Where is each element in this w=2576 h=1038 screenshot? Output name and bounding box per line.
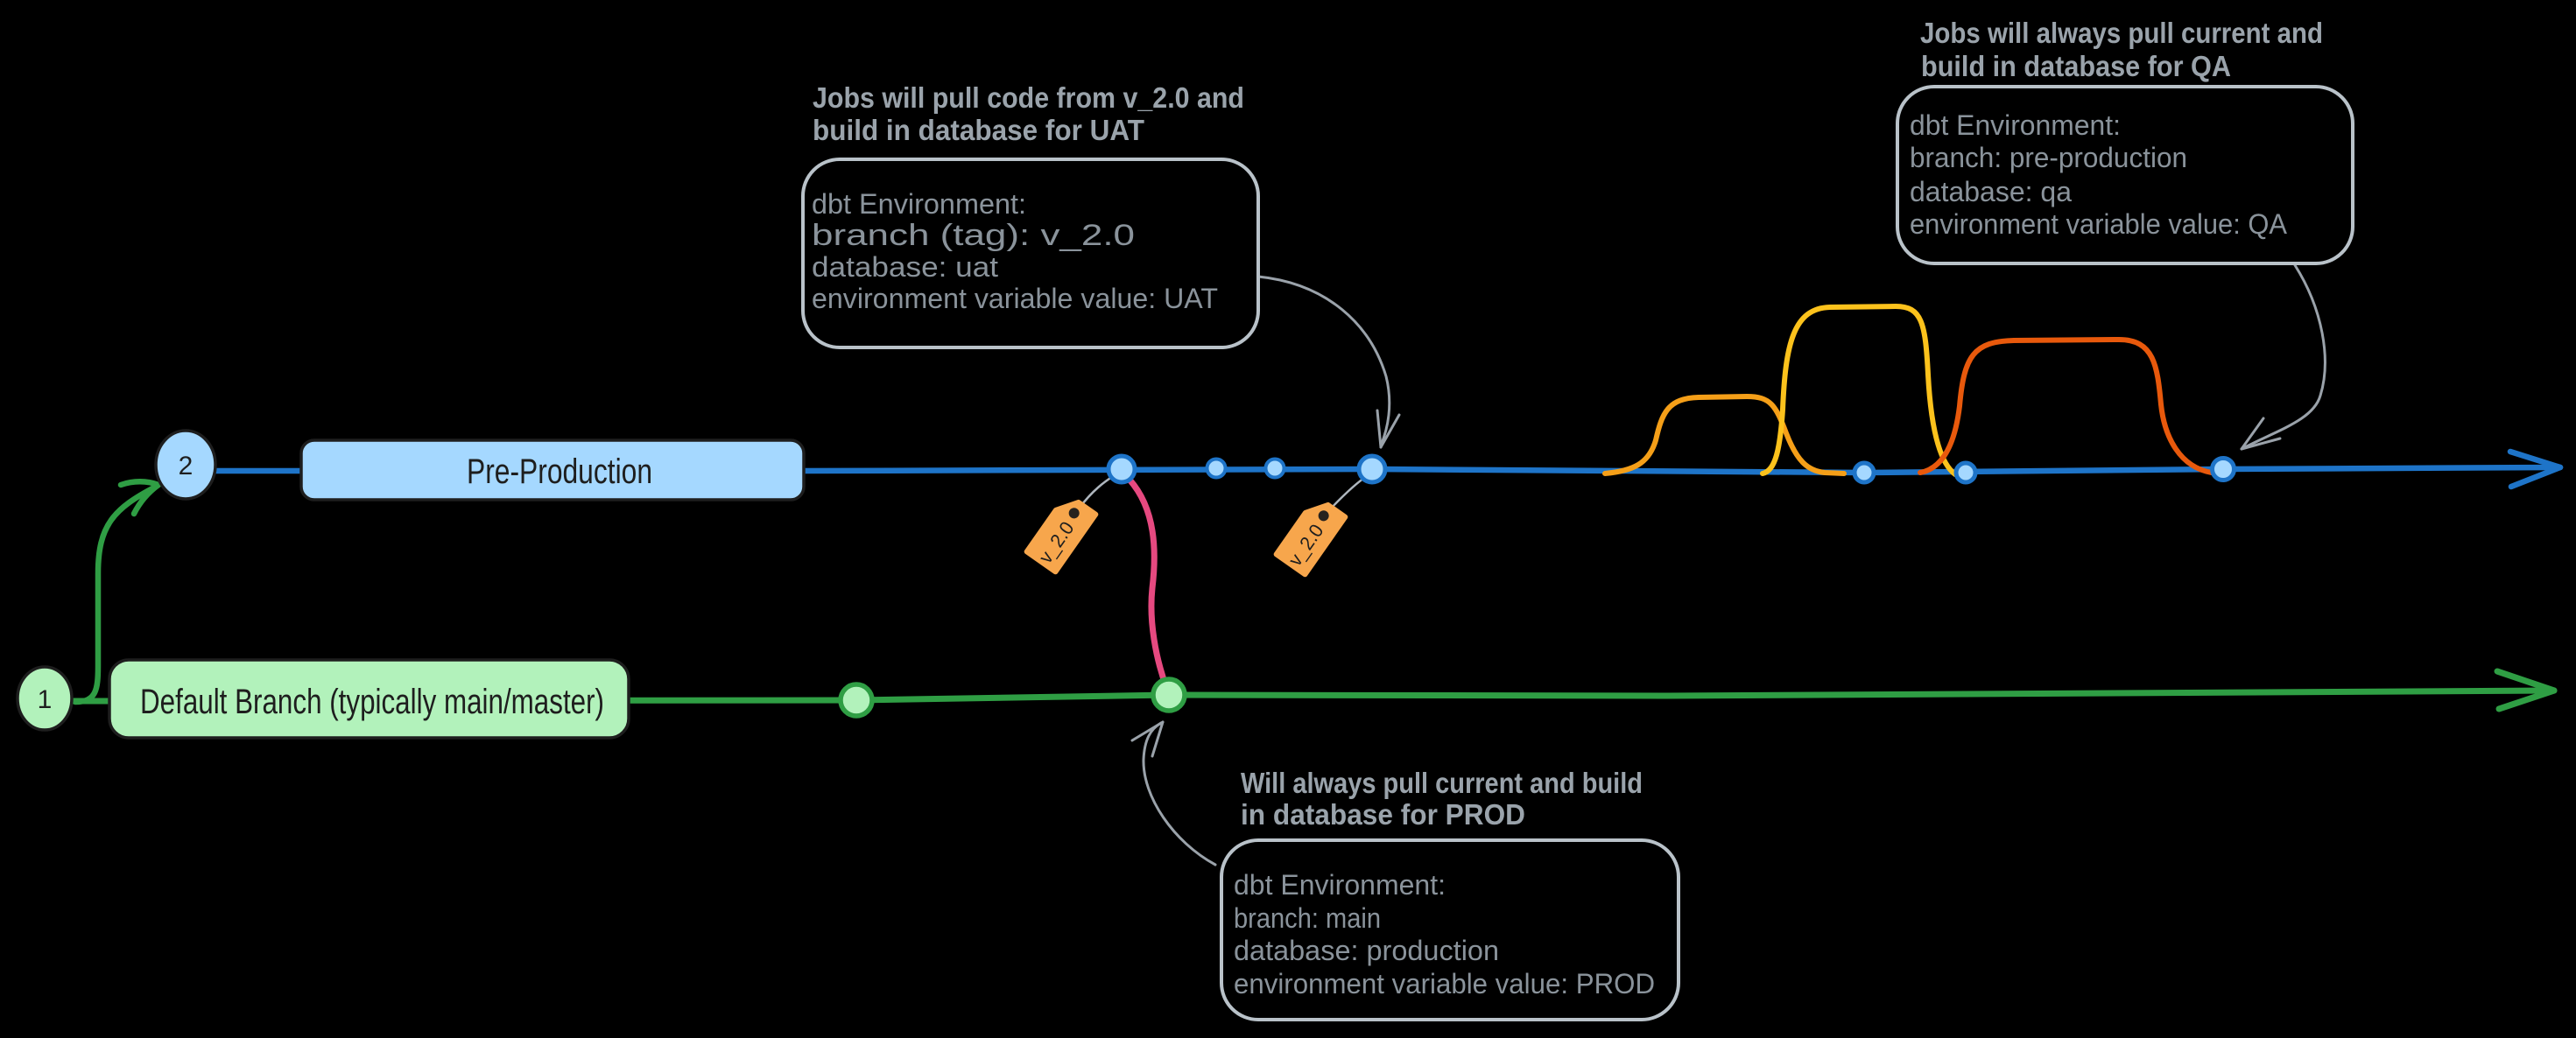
svg-text:branch: main: branch: main (1234, 902, 1381, 934)
svg-text:database: qa: database: qa (1910, 176, 2072, 207)
svg-text:Will always pull current and b: Will always pull current and build (1241, 767, 1643, 799)
svg-text:Default Branch (typically main: Default Branch (typically main/master) (140, 683, 604, 721)
svg-text:in database for PROD: in database for PROD (1241, 798, 1525, 831)
svg-text:build in database for UAT: build in database for UAT (813, 114, 1144, 146)
svg-text:environment variable value: PR: environment variable value: PROD (1234, 968, 1655, 999)
svg-text:dbt Environment:: dbt Environment: (812, 188, 1026, 220)
svg-text:2: 2 (179, 452, 194, 480)
svg-text:build in database for QA: build in database for QA (1921, 50, 2231, 82)
svg-text:dbt Environment:: dbt Environment: (1910, 109, 2121, 141)
svg-text:database: uat: database: uat (812, 251, 998, 283)
svg-text:1: 1 (38, 685, 53, 714)
svg-text:database: production: database: production (1234, 935, 1499, 966)
svg-text:branch: pre-production: branch: pre-production (1910, 142, 2187, 173)
svg-text:environment variable value: UA: environment variable value: UAT (812, 283, 1218, 314)
svg-text:environment variable value: QA: environment variable value: QA (1910, 208, 2288, 240)
svg-text:Jobs will always pull current: Jobs will always pull current and (1920, 17, 2323, 49)
svg-text:branch (tag): v_2.0: branch (tag): v_2.0 (812, 219, 1135, 252)
svg-text:Jobs will pull code from v_2.0: Jobs will pull code from v_2.0 and (813, 81, 1244, 114)
svg-text:Pre-Production: Pre-Production (467, 452, 652, 491)
svg-text:dbt Environment:: dbt Environment: (1234, 869, 1446, 901)
